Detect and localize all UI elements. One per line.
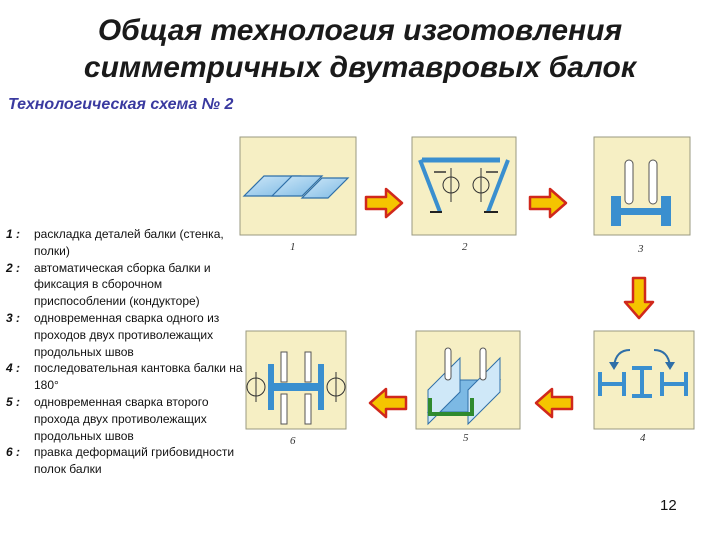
welding-torch-right — [648, 159, 658, 205]
straightened-web — [274, 383, 318, 391]
list-item: 3 : одновременная сварка одного из прохо… — [6, 310, 246, 360]
arrow-right-icon — [364, 187, 404, 219]
title-line-2: симметричных двутавровых балок — [83, 51, 637, 84]
step-number: 6 : — [6, 445, 21, 460]
right-flange — [486, 159, 510, 213]
panel-label-3: 3 — [637, 243, 644, 255]
beam-right-flange-b — [684, 372, 688, 396]
arrow-down-icon — [623, 276, 655, 320]
beam-right-flange-a — [660, 372, 664, 396]
rotate-right-arrowhead — [665, 362, 675, 370]
step-number: 3 : — [6, 310, 21, 325]
i-beam-web — [621, 208, 661, 215]
step-number: 5 : — [6, 394, 21, 409]
press-rod-lower-right — [304, 393, 312, 425]
welding-torch-left — [624, 159, 634, 205]
i-beam-right-flange — [661, 196, 671, 226]
panel-6 — [245, 330, 347, 430]
steps-list: 1 : раскладка деталей балки (стенка, пол… — [6, 226, 246, 478]
list-item: 1 : раскладка деталей балки (стенка, пол… — [6, 226, 246, 260]
panel-label-4: 4 — [640, 432, 646, 444]
panel-2-background — [411, 136, 517, 236]
panel-6-background — [245, 330, 347, 430]
title-line-1: Общая технология изготовления — [97, 14, 623, 47]
panel-label-2: 2 — [462, 241, 468, 253]
flange-plate-2 — [300, 177, 350, 199]
panel-label-5: 5 — [463, 432, 469, 444]
step-number: 4 : — [6, 361, 21, 376]
step-text: правка деформаций грибовидности полок ба… — [34, 445, 235, 477]
panel-label-1: 1 — [290, 241, 296, 253]
panel-3 — [593, 136, 691, 236]
beam-mid-flange-bottom — [632, 394, 652, 398]
page-title: Общая технология изготовления симметричн… — [0, 12, 720, 86]
straightened-right-flange — [318, 364, 324, 410]
turning-frame — [428, 398, 474, 416]
step-text: автоматическая сборка балки и фиксация в… — [34, 260, 211, 309]
list-item: 6 : правка деформаций грибовидности поло… — [6, 444, 246, 478]
page-number: 12 — [660, 497, 677, 514]
step-number: 1 : — [6, 227, 21, 241]
panel-label-6: 6 — [290, 435, 296, 447]
i-beam-left-flange — [611, 196, 621, 226]
press-rod-lower-left — [280, 393, 288, 425]
welding-torch-left — [444, 347, 452, 381]
beam-left-flange-b — [622, 372, 626, 396]
beam-right-web — [664, 382, 684, 386]
flange-plate-1 — [270, 175, 324, 197]
arrow-left-icon — [368, 387, 408, 419]
step-text: раскладка деталей балки (стенка, полки) — [34, 227, 224, 258]
panel-1 — [239, 136, 357, 236]
press-rod-right — [304, 351, 312, 383]
list-item: 4 : последовательная кантовка балки на 1… — [6, 360, 246, 394]
press-rod-left — [280, 351, 288, 383]
rotate-left-arrowhead — [609, 362, 619, 370]
beam-mid-flange-top — [632, 366, 652, 370]
straightened-left-flange — [268, 364, 274, 410]
panel-3-background — [593, 136, 691, 236]
beam-mid-web — [640, 370, 644, 394]
panel-4 — [593, 330, 695, 430]
scheme-subtitle: Технологическая схема № 2 — [8, 96, 234, 113]
step-number: 2 : — [6, 260, 21, 275]
left-flange — [418, 159, 442, 213]
step-text: одновременная сварка второго прохода дву… — [34, 394, 209, 443]
panel-2 — [411, 136, 517, 236]
step-text: последовательная кантовка балки на 180° — [34, 361, 243, 393]
arrow-right-icon — [528, 187, 568, 219]
beam-left-flange-a — [598, 372, 602, 396]
beam-left-web — [602, 382, 622, 386]
welding-torch-right — [479, 347, 487, 381]
step-text: одновременная сварка одного из проходов … — [34, 310, 220, 359]
arrow-left-icon — [534, 387, 574, 419]
list-item: 5 : одновременная сварка второго прохода… — [6, 394, 246, 444]
list-item: 2 : автоматическая сборка балки и фиксац… — [6, 260, 246, 310]
panel-5 — [415, 330, 521, 430]
